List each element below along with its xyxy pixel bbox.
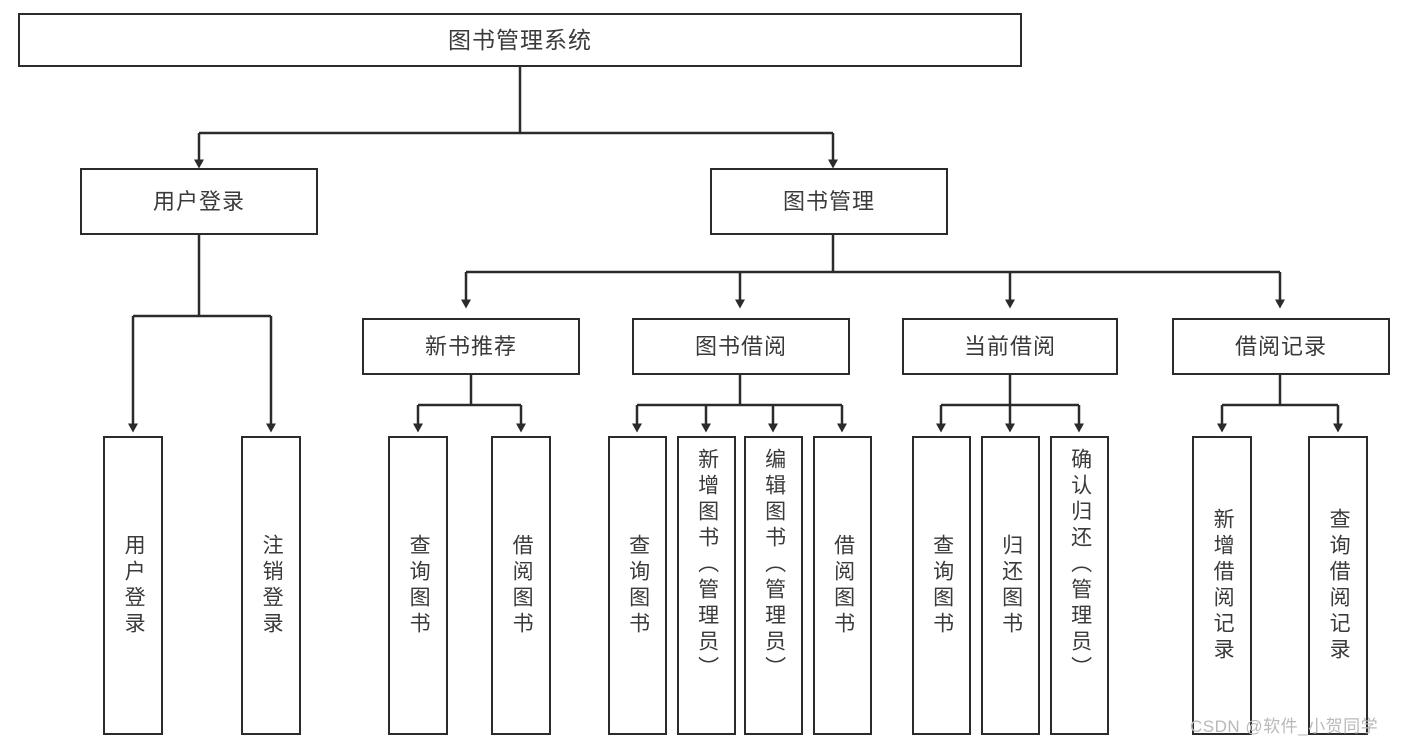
leaf-borrow-add-book[interactable]: 新增图书（管理员）	[677, 436, 736, 735]
leaf-borrow-query-book[interactable]: 查询图书	[608, 436, 667, 735]
leaf-borrow-edit-book-label: 编辑图书（管理员）	[762, 448, 786, 682]
node-book-borrow[interactable]: 图书借阅	[632, 318, 850, 375]
leaf-borrow-borrow-book[interactable]: 借阅图书	[813, 436, 872, 735]
leaf-user-login-login-label: 用户登录	[122, 533, 146, 638]
leaf-current-query-book[interactable]: 查询图书	[912, 436, 971, 735]
leaf-new-book-query[interactable]: 查询图书	[388, 436, 448, 735]
leaf-record-query-label: 查询借阅记录	[1327, 507, 1351, 664]
node-new-book-recommend-label: 新书推荐	[424, 333, 517, 359]
node-root-label: 图书管理系统	[448, 26, 592, 53]
node-root[interactable]: 图书管理系统	[18, 13, 1022, 67]
leaf-borrow-add-book-label: 新增图书（管理员）	[695, 448, 719, 682]
leaf-user-login-logout-label: 注销登录	[260, 533, 284, 638]
node-user-login-label: 用户登录	[152, 188, 245, 214]
node-new-book-recommend[interactable]: 新书推荐	[362, 318, 580, 375]
leaf-record-add-label: 新增借阅记录	[1211, 507, 1235, 664]
leaf-current-confirm-return-label: 确认归还（管理员）	[1068, 448, 1092, 682]
leaf-user-login-login[interactable]: 用户登录	[103, 436, 163, 735]
leaf-current-return-book-label: 归还图书	[999, 533, 1023, 638]
leaf-record-query[interactable]: 查询借阅记录	[1308, 436, 1368, 735]
leaf-new-book-query-label: 查询图书	[407, 533, 431, 638]
leaf-borrow-borrow-book-label: 借阅图书	[831, 533, 855, 638]
leaf-new-book-borrow-label: 借阅图书	[510, 533, 534, 638]
node-current-borrow[interactable]: 当前借阅	[902, 318, 1118, 375]
node-current-borrow-label: 当前借阅	[963, 333, 1056, 359]
watermark: CSDN @软件_小贺同学	[1190, 717, 1379, 736]
node-book-borrow-label: 图书借阅	[694, 333, 787, 359]
leaf-borrow-edit-book[interactable]: 编辑图书（管理员）	[744, 436, 803, 735]
leaf-user-login-logout[interactable]: 注销登录	[241, 436, 301, 735]
leaf-borrow-query-book-label: 查询图书	[626, 533, 650, 638]
leaf-record-add[interactable]: 新增借阅记录	[1192, 436, 1252, 735]
leaf-new-book-borrow[interactable]: 借阅图书	[491, 436, 551, 735]
node-borrow-record[interactable]: 借阅记录	[1172, 318, 1390, 375]
leaf-current-return-book[interactable]: 归还图书	[981, 436, 1040, 735]
node-book-management-label: 图书管理	[782, 188, 875, 214]
leaf-current-query-book-label: 查询图书	[930, 533, 954, 638]
node-book-management[interactable]: 图书管理	[710, 168, 948, 235]
node-user-login[interactable]: 用户登录	[80, 168, 318, 235]
leaf-current-confirm-return[interactable]: 确认归还（管理员）	[1050, 436, 1109, 735]
node-borrow-record-label: 借阅记录	[1234, 333, 1327, 359]
